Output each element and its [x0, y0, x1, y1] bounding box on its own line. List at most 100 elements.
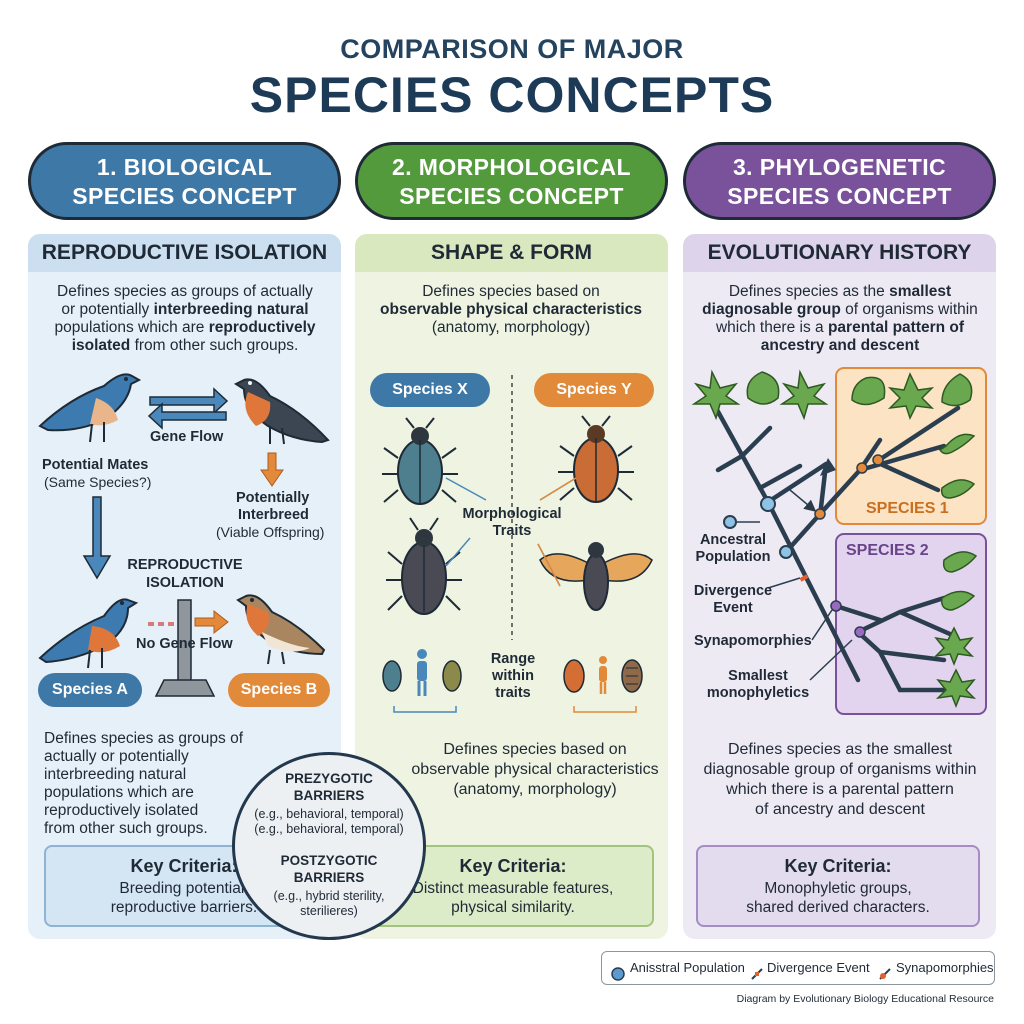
- summary-line: reproductively isolated: [44, 802, 199, 819]
- label-potentially: Potentially: [236, 490, 310, 506]
- def-text: Defines species as the: [728, 283, 885, 300]
- def-bold: ancestry and descent: [760, 337, 920, 354]
- traits-line: Traits: [492, 523, 532, 539]
- summary-line: interbreeding natural: [44, 766, 187, 783]
- def-text: from other such groups.: [134, 337, 299, 354]
- summary-line: Defines species as the smallest: [727, 741, 953, 758]
- human-figure-icon: [417, 649, 427, 696]
- range-line: traits: [495, 685, 531, 701]
- label-interbreed: Interbreed: [238, 507, 309, 523]
- label-range-within-traits: Range within traits: [476, 651, 550, 702]
- postzygotic-title-1: POSTZYGOTIC: [280, 853, 378, 868]
- credit-text: Diagram by Evolutionary Biology Educatio…: [736, 993, 994, 1005]
- range-line: within: [492, 668, 534, 684]
- label-same-species: (Same Species?): [44, 474, 152, 490]
- def-bold: diagnosable group: [702, 301, 841, 318]
- label-viable-offspring: (Viable Offspring): [216, 524, 325, 540]
- label-species-1: SPECIES 1: [866, 500, 949, 517]
- arrow-down-icon: [260, 452, 284, 487]
- concept-pill-phylogenetic: 3. PHYLOGENETIC SPECIES CONCEPT: [683, 142, 996, 220]
- def-text: or potentially: [61, 301, 150, 318]
- label-ancestral-population: Ancestral Population: [690, 532, 776, 566]
- label-gene-flow: Gene Flow: [150, 429, 224, 445]
- summary-line: populations which are: [44, 784, 194, 801]
- bird-icon: [233, 378, 330, 445]
- lizard-icon: [938, 433, 978, 611]
- pill-line-1: 1. BIOLOGICAL: [96, 154, 273, 180]
- summary-line: (anatomy, morphology): [453, 781, 617, 798]
- postzygotic-sub-2: sterilieres): [300, 904, 358, 918]
- tag-species-b: Species B: [228, 673, 330, 707]
- prezygotic-title-2: BARRIERS: [293, 788, 365, 803]
- barriers-circle: PREZYGOTIC BARRIERS (e.g., behavioral, t…: [232, 752, 426, 940]
- key-line: physical similarity.: [451, 899, 575, 916]
- tag-species-x: Species X: [370, 373, 490, 407]
- small-beetle-icon: [563, 659, 643, 693]
- def-text: Defines species as groups of actually: [57, 283, 313, 300]
- postzygotic-sub-1: (e.g., hybrid sterility,: [273, 889, 385, 903]
- definition-phylogenetic: Defines species as the smallest diagnosa…: [692, 283, 988, 355]
- def-bold: observable physical characteristics: [380, 301, 642, 318]
- section-heading-morphological: SHAPE & FORM: [355, 234, 668, 272]
- pill-line-1: 2. MORPHOLOGICAL: [392, 154, 631, 180]
- legend-divergence-icon: [750, 961, 764, 992]
- label-smallest-monophyletics: Smallest monophyletics: [700, 668, 816, 702]
- summary-line: of ancestry and descent: [755, 801, 925, 818]
- leaf-icon: [691, 369, 977, 709]
- summary-line: Defines species as groups of: [44, 730, 244, 747]
- def-bold: smallest: [889, 283, 952, 300]
- definition-biological: Defines species as groups of actually or…: [40, 283, 330, 355]
- ancestral-node-icon: [723, 515, 737, 529]
- summary-line: diagnosable group of organisms within: [703, 761, 977, 778]
- prezygotic-title-1: PREZYGOTIC: [285, 771, 373, 786]
- summary-biological: Defines species as groups of actually or…: [44, 730, 264, 838]
- summary-phylogenetic: Defines species as the smallest diagnosa…: [692, 740, 988, 820]
- key-title: Key Criteria:: [459, 856, 567, 876]
- small-beetle-icon: [382, 660, 462, 692]
- key-line: Distinct measurable features,: [412, 880, 614, 897]
- key-title: Key Criteria:: [130, 856, 238, 876]
- title-main: SPECIES CONCEPTS: [249, 67, 775, 123]
- label-isolation: ISOLATION: [146, 575, 224, 591]
- label-potential-mates: Potential Mates: [42, 457, 149, 473]
- pill-line-2: SPECIES CONCEPT: [727, 183, 952, 209]
- key-criteria-phylogenetic: Key Criteria: Monophyletic groups, share…: [696, 845, 980, 927]
- summary-line: observable physical characteristics: [411, 761, 659, 778]
- beetle-icon: [382, 417, 458, 505]
- node-icon: [779, 545, 793, 559]
- tag-species-a: Species A: [38, 673, 142, 707]
- legend: Anisstral Population Divergence Event Sy…: [601, 951, 995, 985]
- summary-morphological: Defines species based on observable phys…: [390, 740, 680, 800]
- legend-item-synapomorphies: Synapomorphies: [896, 960, 994, 975]
- postzygotic-title-2: BARRIERS: [293, 870, 365, 885]
- range-line: Range: [490, 651, 536, 667]
- divergence-line: Event: [713, 600, 753, 616]
- section-heading-biological: REPRODUCTIVE ISOLATION: [28, 234, 341, 272]
- range-bracket: [393, 706, 457, 713]
- traits-line: Morphological: [462, 506, 562, 522]
- prezygotic-sub-2: (e.g., behavioral, temporal): [254, 822, 404, 836]
- divergence-mark-icon: [799, 574, 809, 582]
- ancestral-line: Population: [695, 549, 771, 565]
- title-top: COMPARISON OF MAJOR: [340, 34, 684, 64]
- arrow-left-icon: [147, 402, 227, 430]
- prezygotic-sub-1: (e.g., behavioral, temporal): [254, 807, 404, 821]
- pill-line-2: SPECIES CONCEPT: [72, 183, 297, 209]
- barrier-wall-icon: [148, 599, 229, 697]
- label-reproductive: REPRODUCTIVE: [127, 557, 243, 573]
- range-bracket: [573, 706, 637, 713]
- label-morphological-traits: Morphological Traits: [452, 506, 572, 540]
- def-bold: isolated: [71, 337, 131, 354]
- human-figure-icon: [599, 656, 607, 694]
- tag-species-y: Species Y: [534, 373, 654, 407]
- smallest-line: Smallest: [728, 668, 788, 684]
- definition-morphological: Defines species based on observable phys…: [366, 283, 656, 337]
- def-bold: reproductively: [208, 319, 316, 336]
- pill-line-2: SPECIES CONCEPT: [399, 183, 624, 209]
- bird-icon: [236, 594, 326, 665]
- winged-insect-icon: [539, 542, 653, 611]
- label-no-gene-flow: No Gene Flow: [136, 636, 233, 652]
- def-text: Defines species based on: [422, 283, 600, 300]
- ancestral-line: Ancestral: [699, 532, 767, 548]
